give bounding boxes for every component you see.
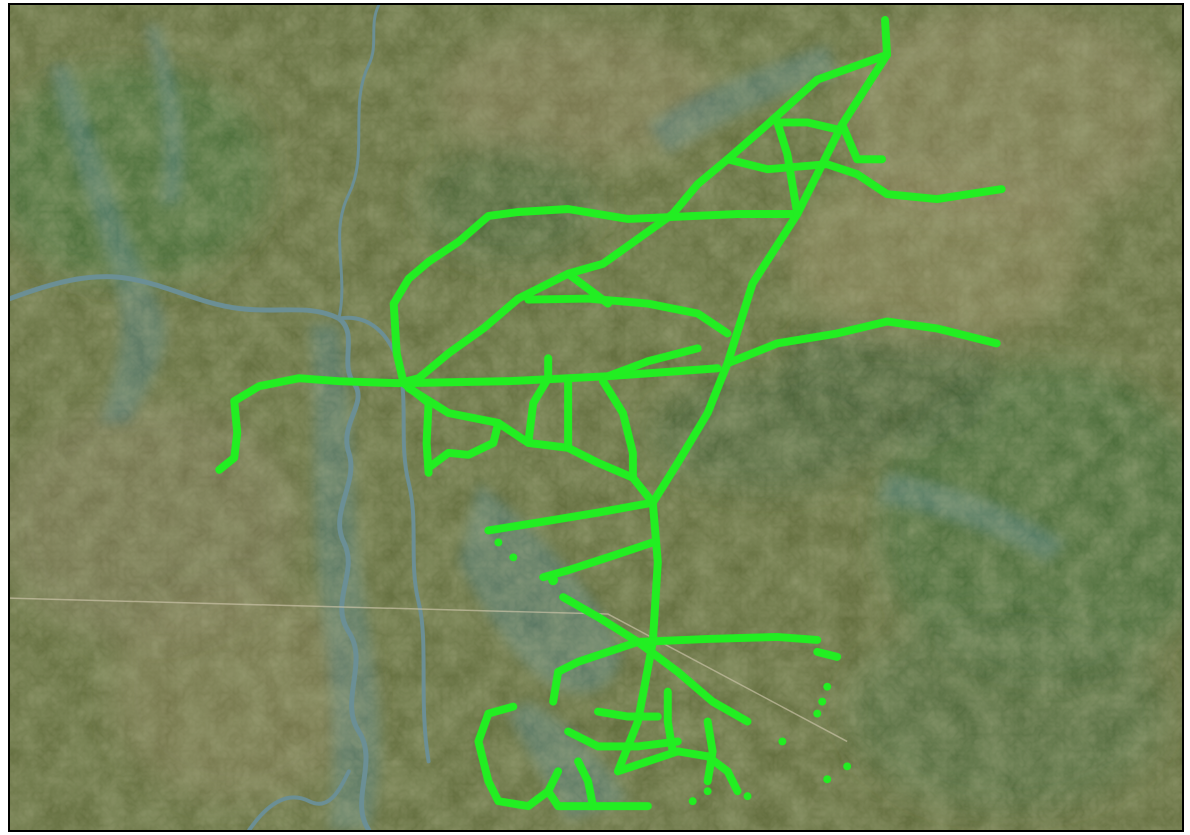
road-segment xyxy=(549,637,642,706)
road-segment xyxy=(544,787,652,811)
road-segment xyxy=(723,155,1006,204)
road-segment xyxy=(613,747,742,796)
road-segment xyxy=(594,707,662,721)
road-segment xyxy=(559,593,642,646)
terrain-texture-fine xyxy=(10,5,1182,830)
road-segment xyxy=(424,418,503,472)
road-segment xyxy=(524,354,553,447)
road-segment xyxy=(422,399,433,477)
road-segment xyxy=(484,498,657,535)
road-segment xyxy=(389,205,802,408)
road-segment xyxy=(394,50,891,388)
map-frame xyxy=(8,3,1184,832)
road-segment xyxy=(633,632,822,646)
road-segment xyxy=(574,757,597,811)
road-segment xyxy=(703,717,717,786)
road-segment xyxy=(598,377,637,482)
road-segment xyxy=(633,637,752,726)
road-network-overlay xyxy=(215,15,1006,811)
road-segment xyxy=(539,538,657,582)
road-segment xyxy=(838,120,887,164)
road-segment xyxy=(773,118,842,218)
road-segment xyxy=(663,687,677,756)
main-river xyxy=(10,274,372,830)
river-branch-east xyxy=(336,315,431,764)
road-segment xyxy=(399,364,722,388)
satellite-map[interactable] xyxy=(10,5,1182,830)
rivers xyxy=(10,5,431,830)
straight-line-feature xyxy=(10,597,848,743)
river-branch-north xyxy=(337,5,381,320)
road-segment xyxy=(524,294,732,338)
road-segment xyxy=(404,384,657,507)
road-fragments xyxy=(494,538,852,806)
road-segment xyxy=(474,702,563,811)
road-segment xyxy=(564,727,682,751)
river-bottom-left xyxy=(247,769,351,830)
road-segment xyxy=(215,374,403,474)
road-segment xyxy=(603,344,702,381)
road-segment xyxy=(813,647,842,661)
road-segment xyxy=(564,269,612,308)
road-segment xyxy=(723,317,1001,368)
